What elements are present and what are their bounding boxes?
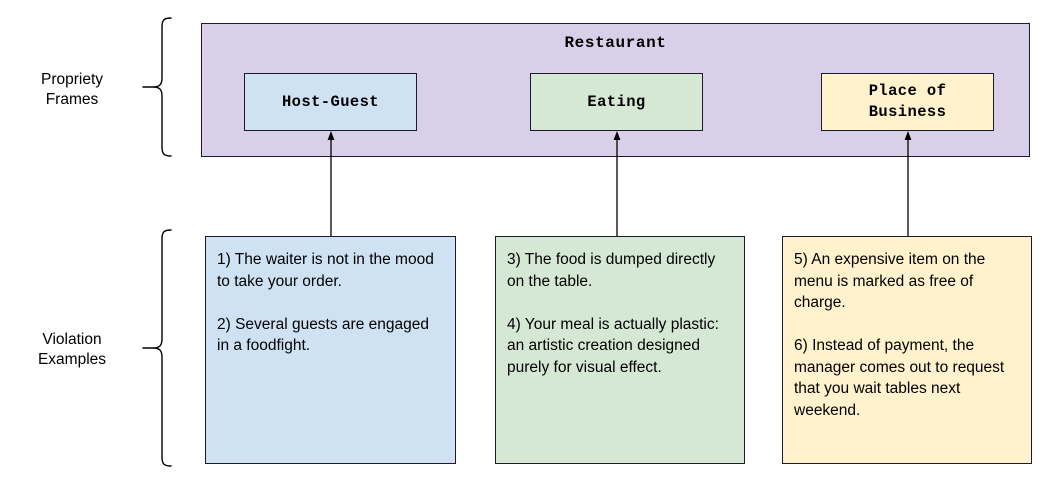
frame-box-place-of-business[interactable]: Place of Business — [821, 73, 994, 131]
row-label-violation-examples: Violation Examples — [37, 331, 107, 368]
example-box-eating[interactable]: 3) The food is dumped directly on the ta… — [495, 236, 745, 464]
example-box-host-guest[interactable]: 1) The waiter is not in the mood to take… — [205, 236, 456, 464]
arrow-place-of-business — [904, 131, 912, 238]
frame-box-eating[interactable]: Eating — [530, 73, 703, 131]
example-box-place-of-business[interactable]: 5) An expensive item on the menu is mark… — [782, 236, 1032, 464]
arrow-eating — [613, 131, 621, 238]
brace-propriety-frames — [142, 17, 172, 157]
frame-box-host-guest[interactable]: Host-Guest — [244, 73, 417, 131]
row-label-propriety-frames: Propriety Frames — [40, 71, 104, 108]
brace-violation-examples — [142, 229, 172, 467]
restaurant-frame-title: Restaurant — [564, 34, 667, 52]
arrow-host-guest — [327, 131, 335, 238]
